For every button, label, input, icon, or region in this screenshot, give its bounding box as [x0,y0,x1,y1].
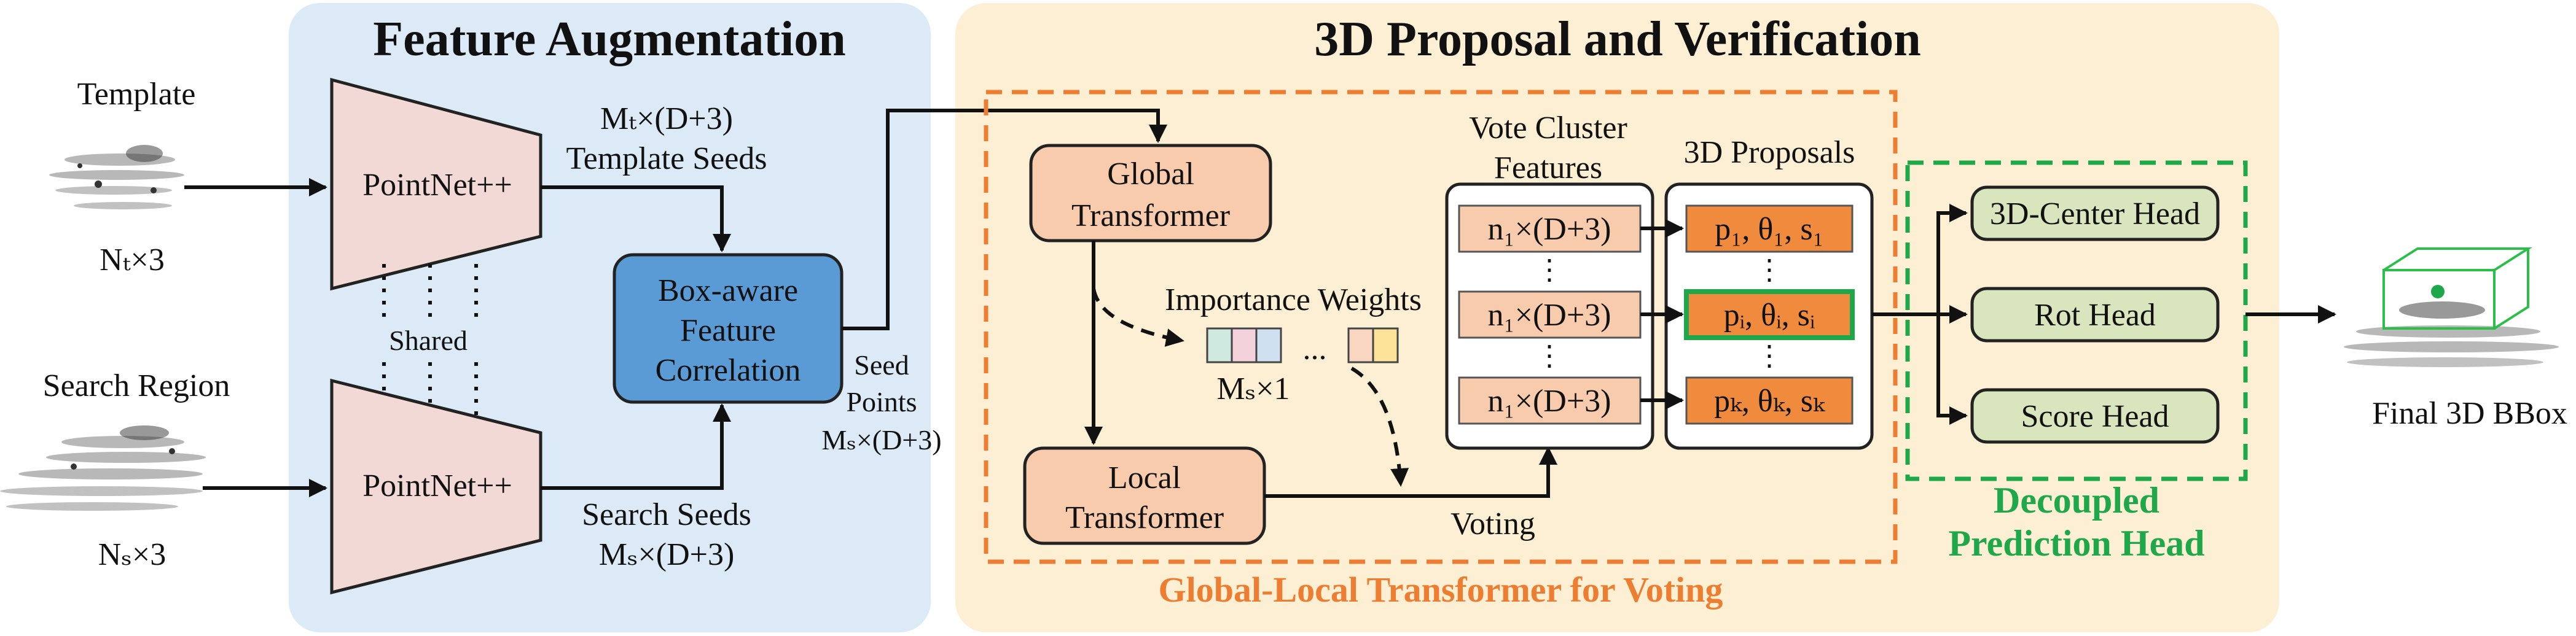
global-transformer [1029,144,1272,242]
rot-head [1970,287,2220,343]
vote-vdots-1: ⋮ [1535,254,1564,285]
search-region-label: Search Region [43,368,230,403]
pointnet-bottom [330,378,542,595]
decoupled-prediction-head-box [1905,160,2248,481]
bbox-3d-icon [2382,247,2532,330]
search-region-size: Nₛ×3 [98,537,166,572]
proposal-1-label: p₁, θ₁, s₁ [1715,212,1824,247]
seed-points-line1: Seed [854,349,909,381]
template-seeds-dim: Mₜ×(D+3) [600,101,733,136]
vote-feature-1-label: n₁×(D+3) [1488,212,1611,247]
correlation-line3: Correlation [656,353,801,388]
final-bbox-label: Final 3D BBox [2372,396,2567,431]
feature-augmentation-title: Feature Augmentation [373,12,846,66]
proposal-vdots-2: ⋮ [1755,340,1783,371]
voting-arrow [1264,446,1557,498]
rot-head-label: Rot Head [2034,298,2156,333]
global-transformer-line1: Global [1107,157,1194,192]
proposal-1 [1685,204,1854,253]
vote-vdots-2: ⋮ [1535,340,1564,371]
center-head [1970,185,2220,241]
decoupled-title-line2: Prediction Head [1948,523,2204,564]
correlation-line2: Feature [680,313,776,348]
template-size: Nₜ×3 [100,242,165,277]
vote-feature-2-label: n₁×(D+3) [1488,298,1611,333]
global-local-transformer-box [984,90,1898,564]
weights-to-voting-arrow [1350,366,1409,487]
seed-points-dim: Mₛ×(D+3) [821,424,941,456]
global-local-transformer-title: Global-Local Transformer for Voting [1159,570,1723,610]
vote-feature-2 [1458,290,1642,339]
importance-weights-vector [1206,327,1399,363]
shared-label: Shared [389,325,468,356]
local-transformer-line1: Local [1108,460,1181,495]
score-head [1970,388,2220,444]
template-seeds-arrow [541,185,731,252]
seed-points-arrow [842,109,1167,330]
vote-feature-3 [1458,376,1642,425]
pointnet-top-label: PointNet++ [362,168,512,203]
template-point-cloud [49,145,184,209]
global-to-weights-arrow [1092,288,1184,347]
pointnet-bottom-label: PointNet++ [362,468,512,503]
vote-feature-3-label: n₁×(D+3) [1488,384,1611,419]
center-head-label: 3D-Center Head [1990,196,2200,231]
correlation-line1: Box-aware [658,273,798,308]
global-transformer-line2: Transformer [1071,198,1230,233]
branch-to-center-head [1936,204,1968,314]
vote-feature-1 [1458,204,1642,253]
proposal-3-label: pₖ, θₖ, sₖ [1714,384,1826,419]
importance-weights-label: Importance Weights [1165,282,1422,317]
search-region-point-cloud [0,425,206,511]
proposals-title: 3D Proposals [1684,135,1855,170]
proposal-3 [1685,376,1854,425]
vote-cluster-title-line2: Features [1494,150,1602,185]
decoupled-title-line1: Decoupled [1994,480,2159,521]
search-seeds-label: Search Seeds [582,497,751,532]
proposal-verification-title: 3D Proposal and Verification [1314,12,1921,66]
score-head-label: Score Head [2021,399,2169,434]
importance-weights-dim: Mₛ×1 [1216,371,1290,406]
template-seeds-label: Template Seeds [566,141,767,176]
template-label: Template [77,77,196,112]
branch-to-score-head [1936,314,1968,425]
local-transformer-line2: Transformer [1065,500,1224,535]
importance-weights-dots: ... [1303,332,1327,366]
seed-points-line2: Points [846,386,917,417]
final-bbox-point-cloud [2344,247,2559,367]
voting-label: Voting [1450,506,1535,541]
search-seeds-dim: Mₛ×(D+3) [599,537,735,572]
proposal-2-selected [1684,289,1855,340]
search-seeds-arrow [541,403,731,490]
pointnet-top [330,77,542,291]
proposal-vdots-1: ⋮ [1755,254,1783,285]
proposal-2-label: pᵢ, θᵢ, sᵢ [1724,298,1815,333]
vote-cluster-title-line1: Vote Cluster [1469,111,1627,145]
